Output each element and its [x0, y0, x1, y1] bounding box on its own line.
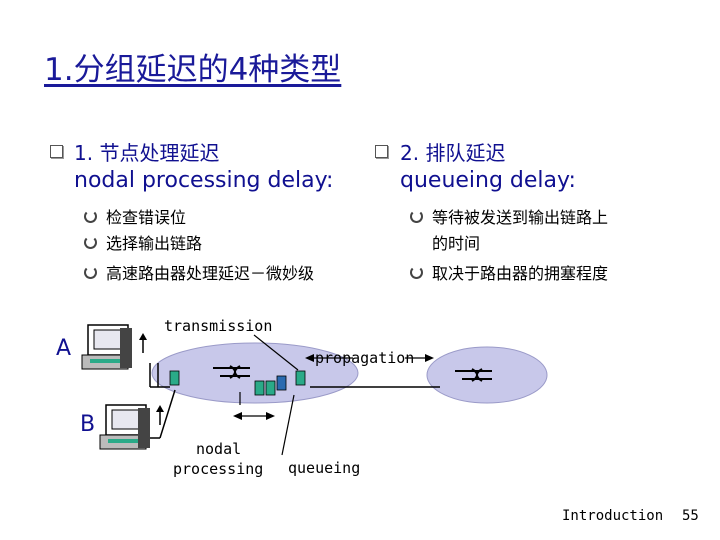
page-number: 55	[682, 508, 699, 524]
transmission-label: transmission	[164, 317, 273, 335]
slide-title: 1.分组延迟的4种类型	[44, 52, 342, 88]
packet	[295, 370, 306, 386]
router-b-cloud	[426, 346, 548, 404]
checkbox-bullet-icon	[50, 145, 63, 158]
queueing-label: queueing	[288, 459, 361, 477]
queueing-subheading: queueing delay:	[400, 168, 576, 193]
host-a-computer-icon	[81, 324, 132, 370]
nodal-bullet: 选择输出链路	[106, 234, 203, 253]
nodal-label-line2: processing	[173, 460, 264, 478]
router-icon	[213, 365, 250, 379]
packet	[265, 380, 276, 396]
nodal-heading: 1. 节点处理延迟	[74, 141, 220, 165]
propagation-label: propagation	[315, 349, 415, 367]
nodal-bullet: 高速路由器处理延迟－微妙级	[106, 264, 315, 283]
packet	[169, 370, 180, 386]
link-line	[159, 389, 176, 439]
queueing-heading: 2. 排队延迟	[400, 141, 506, 165]
nodal-label-line1: nodal	[196, 440, 242, 458]
router-icon	[455, 368, 492, 382]
queueing-arrow	[281, 394, 295, 456]
transmission-arrow	[253, 334, 299, 371]
packet	[276, 375, 287, 391]
checkbox-bullet-icon	[375, 145, 388, 158]
host-b-computer-icon	[99, 404, 150, 450]
host-b-label: B	[80, 412, 96, 437]
queueing-bullet: 的时间	[432, 234, 481, 253]
queueing-bullet: 等待被发送到输出链路上	[432, 208, 609, 227]
packet	[254, 380, 265, 396]
host-a-label: A	[56, 336, 72, 361]
nodal-bullet: 检查错误位	[106, 208, 187, 227]
footer-topic: Introduction	[562, 508, 664, 524]
nodal-subheading: nodal processing delay:	[74, 168, 334, 193]
queueing-bullet: 取决于路由器的拥塞程度	[432, 264, 609, 283]
